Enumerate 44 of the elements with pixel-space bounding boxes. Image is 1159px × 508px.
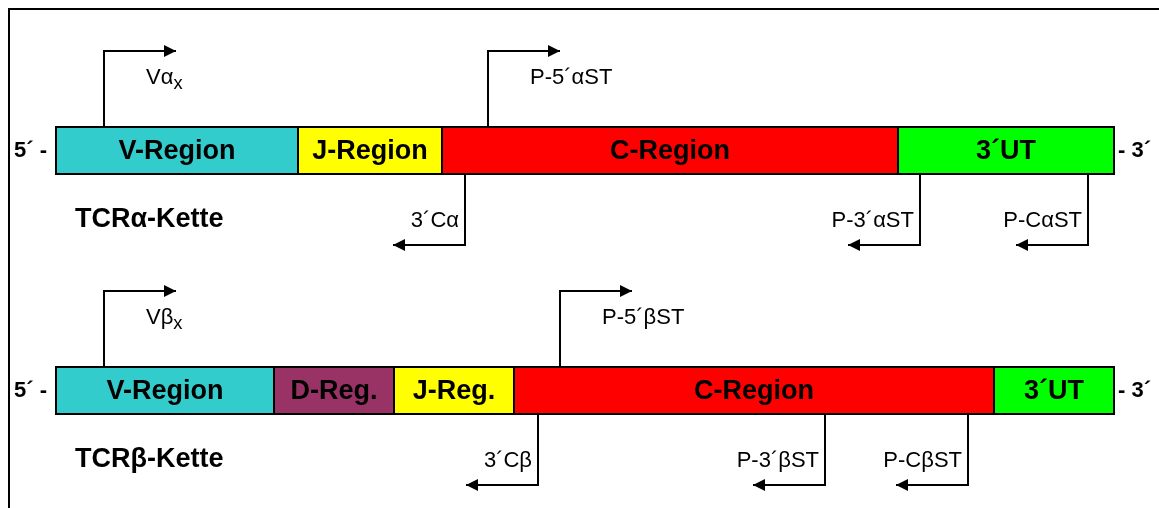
primer-label: P-CβST xyxy=(883,447,962,473)
gene-segment xyxy=(297,126,443,175)
primer-label: Vβ$_{x}$ xyxy=(146,304,183,336)
primer-arrow xyxy=(487,45,561,127)
segment-label: J-Region xyxy=(312,135,428,166)
gene-segment xyxy=(513,366,995,415)
chain-title: TCRβ-Kette xyxy=(75,443,224,474)
gene-segment xyxy=(55,126,299,175)
gene-segment xyxy=(993,366,1115,415)
primer-arrow xyxy=(847,174,921,251)
primer-label: P-3´αST xyxy=(831,207,914,233)
segment-label: V-Region xyxy=(106,375,224,406)
gene-segment xyxy=(441,126,899,175)
strand-end-label: - 3´ xyxy=(1118,377,1151,403)
primer-arrow xyxy=(559,285,633,367)
primer-arrow xyxy=(465,414,539,491)
segment-label: V-Region xyxy=(118,135,236,166)
primer-label: P-3´βST xyxy=(736,447,819,473)
segment-label: D-Reg. xyxy=(290,375,378,406)
primer-label: P-CαST xyxy=(1003,207,1082,233)
primer-arrow xyxy=(103,285,177,367)
segment-label: C-Region xyxy=(610,135,730,166)
primer-label: P-5´βST xyxy=(602,304,685,330)
primer-arrow xyxy=(392,174,466,251)
strand-end-label: - 3´ xyxy=(1118,137,1151,163)
gene-segment xyxy=(393,366,515,415)
primer-label: P-5´αST xyxy=(530,64,613,90)
primer-arrow xyxy=(103,45,177,127)
primer-label: Vα$_{x}$ xyxy=(146,64,183,96)
primer-arrow xyxy=(895,414,969,491)
segment-label: C-Region xyxy=(694,375,814,406)
segment-label: J-Reg. xyxy=(412,375,496,406)
primer-label: 3´Cα xyxy=(410,207,459,233)
strand-end-label: 5´ - xyxy=(14,137,47,163)
gene-segment xyxy=(55,366,275,415)
chain-title: TCRα-Kette xyxy=(75,203,224,234)
segment-label: 3´UT xyxy=(976,135,1036,166)
primer-arrow xyxy=(752,414,826,491)
gene-segment xyxy=(273,366,395,415)
gene-segment xyxy=(897,126,1115,175)
segment-label: 3´UT xyxy=(1024,375,1084,406)
primer-label: 3´Cβ xyxy=(483,447,532,473)
strand-end-label: 5´ - xyxy=(14,377,47,403)
primer-arrow xyxy=(1015,174,1089,251)
